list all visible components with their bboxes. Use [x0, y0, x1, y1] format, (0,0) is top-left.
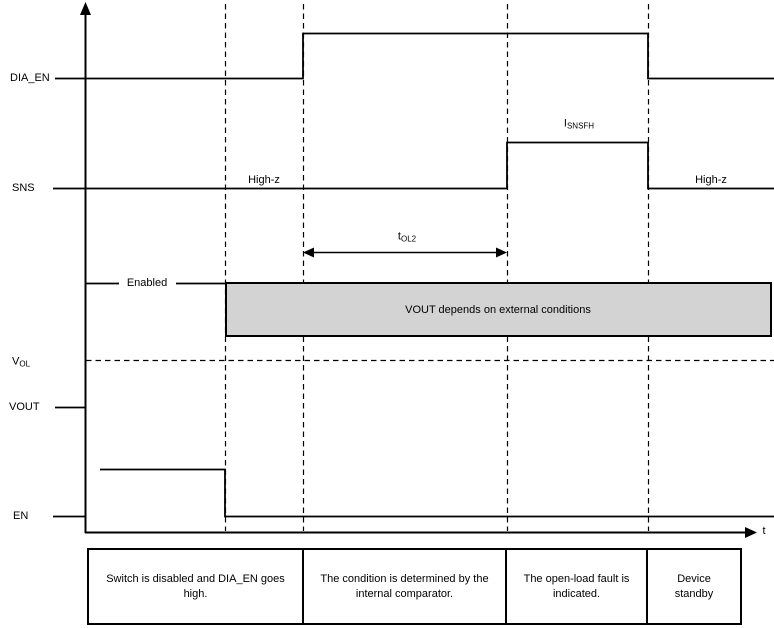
- tol2-arrowhead-left: [303, 247, 314, 258]
- tol2-arrowhead-right: [496, 247, 507, 258]
- tol2-label-base: t: [397, 230, 401, 243]
- isnsfh-label-sub: SNSFH: [566, 121, 595, 131]
- vol-label: VOL: [12, 356, 30, 369]
- vout-conditions-text: VOUT depends on external conditions: [405, 304, 591, 316]
- tol2-label: tOL2: [398, 231, 416, 244]
- footnote-row: Switch is disabled and DIA_EN goes high.…: [87, 548, 742, 625]
- time-axis-arrowhead: [745, 527, 757, 538]
- footnote-cell-4: Device standby: [648, 548, 742, 625]
- vol-label-base: V: [12, 355, 20, 368]
- dia-en-label: DIA_EN: [10, 72, 50, 84]
- en-waveform: [100, 468, 774, 518]
- time-axis-label: t: [762, 525, 766, 537]
- vout-label: VOUT: [9, 401, 40, 413]
- y-axis-arrowhead: [80, 2, 91, 15]
- dia-en-waveform: [55, 32, 774, 80]
- sns-highz-left-label: High-z: [248, 174, 280, 186]
- sns-highz-right-label: High-z: [695, 174, 727, 186]
- footnote-cell-2: The condition is determined by the inter…: [304, 548, 507, 625]
- sns-waveform: [53, 141, 774, 190]
- footnote-cell-1: Switch is disabled and DIA_EN goes high.: [87, 548, 304, 625]
- vout-conditions-box: [225, 282, 772, 337]
- en-label: EN: [13, 510, 29, 522]
- enabled-label: Enabled: [126, 277, 168, 289]
- footnote-cell-3: The open-load fault is indicated.: [507, 548, 648, 625]
- isnsfh-label: ISNSFH: [564, 118, 594, 131]
- sns-label: SNS: [12, 182, 35, 194]
- tol2-label-sub: OL2: [400, 234, 417, 244]
- vol-label-sub: OL: [19, 359, 31, 369]
- isnsfh-label-base: I: [563, 117, 567, 130]
